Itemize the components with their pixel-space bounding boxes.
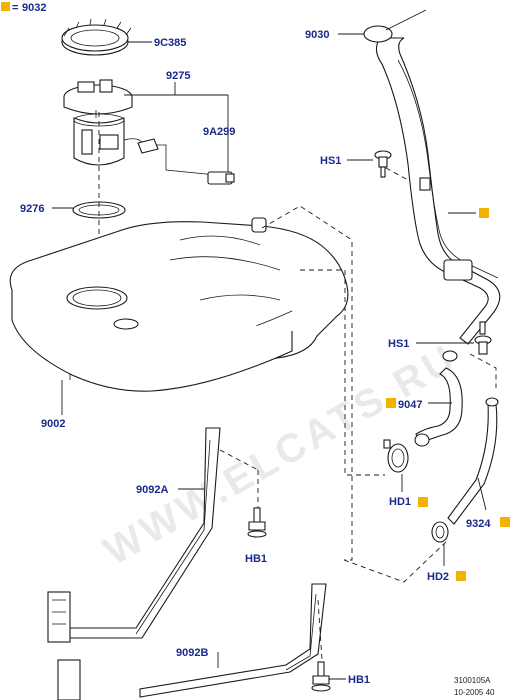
seal-9276[interactable]	[72, 201, 126, 219]
legend-marker	[1, 2, 10, 11]
reference-date: 10-2005 40	[454, 688, 495, 697]
strap-9092a[interactable]	[47, 427, 221, 643]
label-9324[interactable]: 9324	[466, 518, 491, 530]
label-hb1-right[interactable]: HB1	[348, 674, 370, 686]
filler-pipe-9030[interactable]	[363, 9, 501, 345]
label-hs1-top[interactable]: HS1	[320, 155, 341, 167]
label-hb1-left[interactable]: HB1	[245, 553, 267, 565]
label-9a299[interactable]: 9A299	[203, 126, 235, 138]
fuel-tank-9002[interactable]	[9, 217, 349, 392]
label-9275[interactable]: 9275	[166, 70, 190, 82]
marker-9047	[386, 398, 396, 408]
label-hd1[interactable]: HD1	[389, 496, 411, 508]
label-9002[interactable]: 9002	[41, 418, 65, 430]
legend-equals: =	[12, 2, 18, 14]
hose-clamp-hd1[interactable]	[383, 439, 409, 473]
hose-clamp-hd2[interactable]	[431, 521, 449, 543]
screw-hs1-top[interactable]	[374, 150, 392, 178]
marker-9324	[500, 517, 510, 527]
locking-ring-9c385[interactable]	[61, 18, 132, 56]
reference-code: 3100105A	[454, 676, 491, 685]
screw-hs1-mid[interactable]	[474, 321, 492, 355]
bolt-hb1-right[interactable]	[311, 661, 331, 692]
strap-9092b[interactable]	[57, 583, 327, 700]
label-9c385[interactable]: 9C385	[154, 37, 186, 49]
hose-9324[interactable]	[447, 397, 499, 525]
marker-hd1	[418, 497, 428, 507]
wiring-harness-9a299[interactable]	[156, 144, 235, 185]
label-9092a[interactable]: 9092A	[136, 484, 168, 496]
label-9092b[interactable]: 9092B	[176, 647, 208, 659]
marker-hd2	[456, 571, 466, 581]
label-9030[interactable]: 9030	[305, 29, 329, 41]
label-hs1-mid[interactable]: HS1	[388, 338, 409, 350]
bolt-hb1-left[interactable]	[247, 507, 267, 538]
legend: = 9032	[1, 2, 46, 14]
marker-filler-pipe	[479, 208, 489, 218]
label-9032[interactable]: 9032	[22, 2, 46, 14]
label-9276[interactable]: 9276	[20, 203, 44, 215]
label-9047[interactable]: 9047	[398, 399, 422, 411]
label-hd2[interactable]: HD2	[427, 571, 449, 583]
fuel-pump-9275[interactable]	[63, 79, 159, 166]
hose-9047[interactable]	[414, 350, 463, 447]
